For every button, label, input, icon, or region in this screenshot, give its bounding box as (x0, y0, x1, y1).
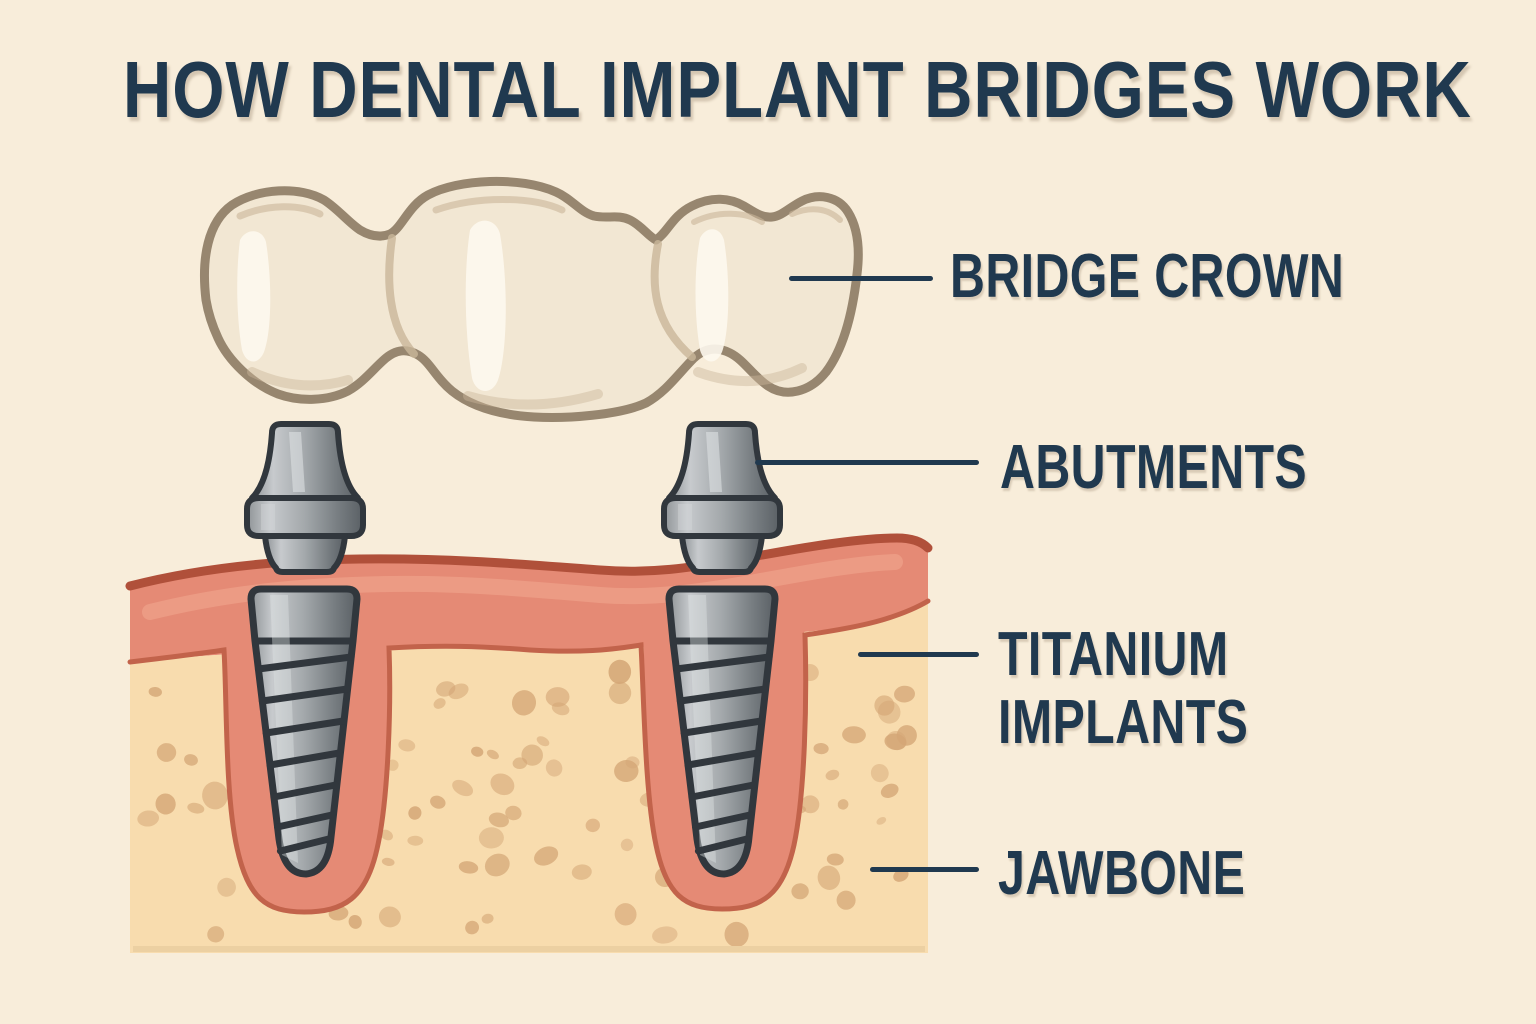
abutment-left (247, 424, 363, 572)
label-titanium-implants: TITANIUM IMPLANTS (998, 620, 1249, 758)
label-jawbone: JAWBONE (998, 839, 1246, 908)
bridge-crown-illustration (199, 176, 863, 422)
titanium-implants-callout-line (858, 652, 979, 657)
page-title: HOW DENTAL IMPLANT BRIDGES WORK (122, 45, 1472, 134)
bridge-crown-callout-line (789, 276, 933, 281)
abutments-callout-line (755, 460, 979, 465)
abutment-right (664, 424, 780, 572)
label-bridge-crown: BRIDGE CROWN (950, 242, 1345, 311)
jawbone-callout-line (870, 867, 979, 872)
label-abutments: ABUTMENTS (1000, 433, 1308, 502)
